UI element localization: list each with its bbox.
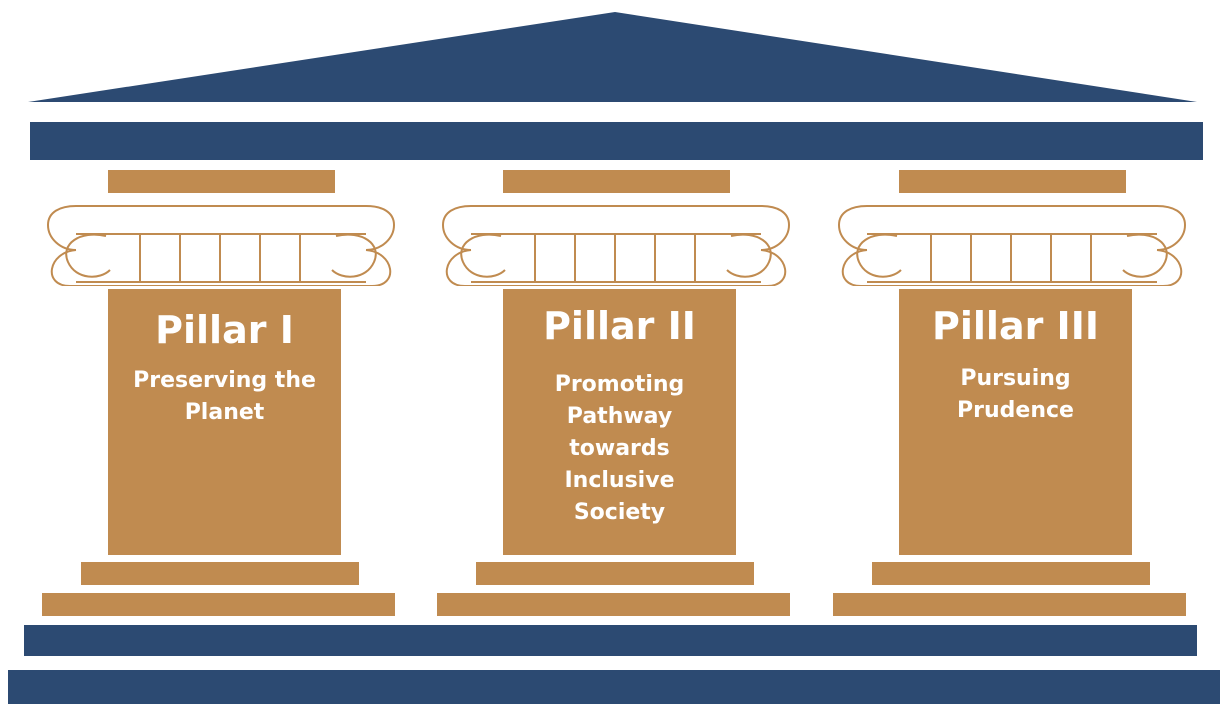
pillar-2-lower-base xyxy=(437,593,790,616)
pillar-1-lower-base xyxy=(42,593,395,616)
foundation-upper-step xyxy=(24,625,1197,656)
pillar-3-upper-base xyxy=(872,562,1150,585)
foundation-lower-step xyxy=(8,670,1220,704)
entablature-beam xyxy=(30,122,1203,160)
pillar-1-title: Pillar I xyxy=(155,308,294,352)
pillar-2-abacus xyxy=(503,170,730,193)
pillar-3-capital xyxy=(837,205,1187,286)
pillar-1-capital xyxy=(46,205,396,286)
pillar-1-upper-base xyxy=(81,562,359,585)
roof-pediment xyxy=(28,12,1197,102)
pillar-1-subtitle: Preserving the Planet xyxy=(133,368,316,425)
pillar-3-shaft: Pillar III Pursuing Prudence xyxy=(899,289,1132,555)
pillar-3-lower-base xyxy=(833,593,1186,616)
pillar-1-abacus xyxy=(108,170,335,193)
pillar-2-capital xyxy=(441,205,791,286)
pillar-2-shaft: Pillar II Promoting Pathway towards Incl… xyxy=(503,289,736,555)
pillar-3-abacus xyxy=(899,170,1126,193)
pillar-1-shaft: Pillar I Preserving the Planet xyxy=(108,289,341,555)
pillar-2-subtitle: Promoting Pathway towards Inclusive Soci… xyxy=(554,372,685,525)
pillar-2-title: Pillar II xyxy=(543,304,696,348)
pillar-3-title: Pillar III xyxy=(932,304,1099,348)
pillar-2-upper-base xyxy=(476,562,754,585)
pillar-3-subtitle: Pursuing Prudence xyxy=(957,366,1074,423)
